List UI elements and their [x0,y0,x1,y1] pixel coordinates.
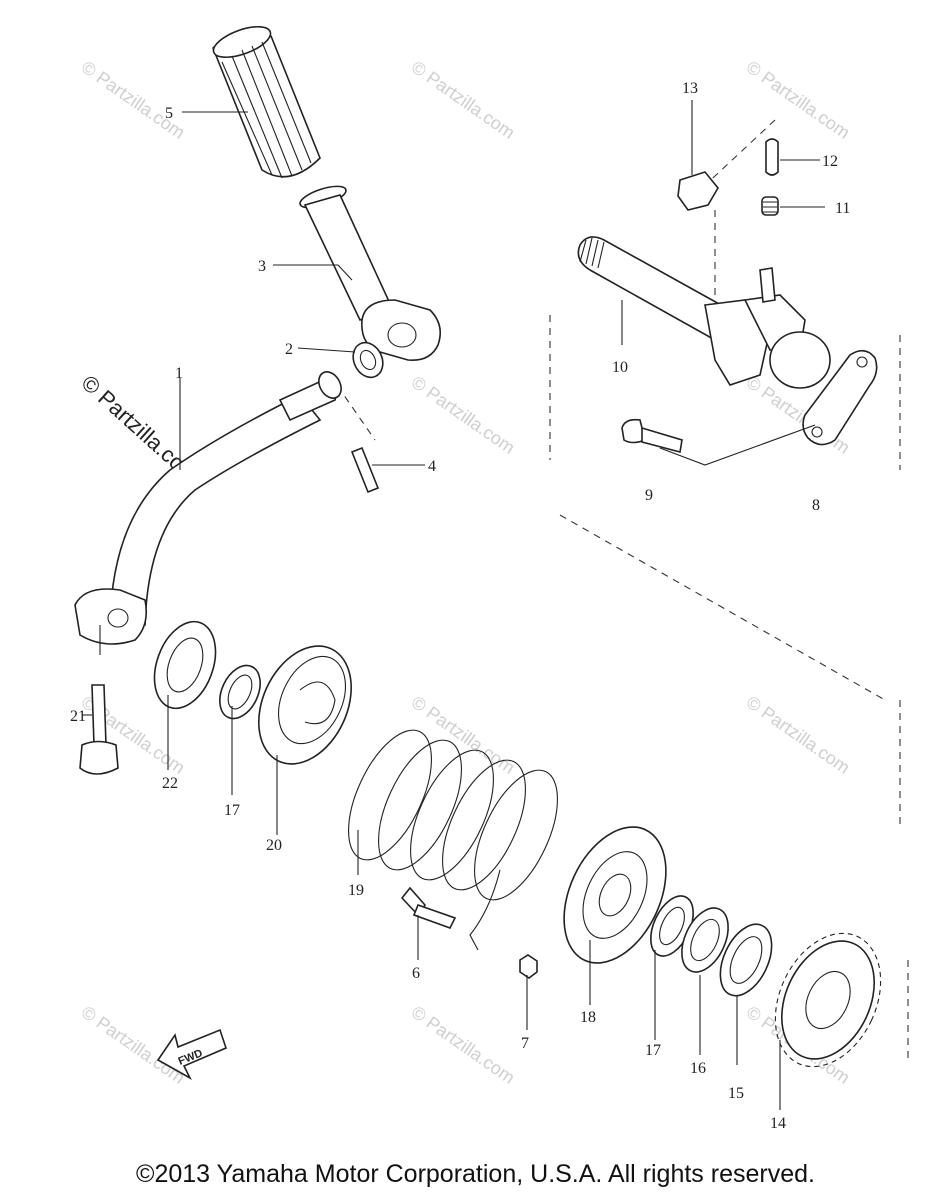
spring-part [765,138,779,176]
callout-22: 22 [162,775,178,792]
callout-11: 11 [835,200,850,217]
callout-9: 9 [645,487,653,504]
callout-3: 3 [258,258,266,275]
callout-2: 2 [285,341,293,358]
idle-gear-part [774,932,882,1068]
kick-axle-part [577,236,831,389]
guide-plate-part [802,349,878,446]
spring-guide-part [257,645,353,765]
callout-6: 6 [412,965,420,982]
oil-seal-part [153,620,217,710]
callout-labels: 5 3 2 4 1 21 22 17 20 19 6 7 18 17 16 15… [70,80,850,1132]
copyright-notice: ©2013 Yamaha Motor Corporation, U.S.A. A… [136,1160,815,1188]
callout-13: 13 [682,80,698,97]
callout-5: 5 [165,105,173,122]
callout-12: 12 [822,153,838,170]
callout-16: 16 [690,1060,706,1077]
callout-8: 8 [812,497,820,514]
nut-part [519,954,538,979]
callout-20: 20 [266,837,282,854]
kick-lever-part [74,371,342,645]
torsion-spring-part [348,729,558,951]
watermark: © Partzilla.com [743,692,854,778]
bolt-part [621,418,683,453]
watermark: © Partzilla.com [408,372,519,458]
ratchet-plate-part [563,826,667,964]
washer-part [681,907,729,973]
pin-part [350,446,380,494]
kick-crank-arm-part [299,185,441,362]
callout-21: 21 [70,708,86,725]
bolt-part [79,684,119,775]
callout-4: 4 [428,458,436,475]
callout-17-lower: 17 [645,1042,661,1059]
callout-7: 7 [521,1035,529,1052]
grip-part [212,25,321,179]
callout-1: 1 [175,365,183,382]
callout-10: 10 [612,359,628,376]
small-spring-part [761,196,779,216]
callout-19: 19 [348,882,364,899]
watermark: © Partzilla.com [408,57,519,143]
callout-17-upper: 17 [224,802,240,819]
ratchet-part [677,171,719,211]
bolt-part [400,886,457,929]
watermark: © Partzilla.com [78,57,189,143]
callout-18: 18 [580,1009,596,1026]
washer-part [719,923,773,997]
callout-15: 15 [728,1085,744,1102]
watermark: © Partzilla.com [743,57,854,143]
washer-part [352,341,384,379]
callout-14: 14 [770,1115,786,1132]
leader-lines [82,100,825,1110]
watermark: © Partzilla.com [408,1002,519,1088]
